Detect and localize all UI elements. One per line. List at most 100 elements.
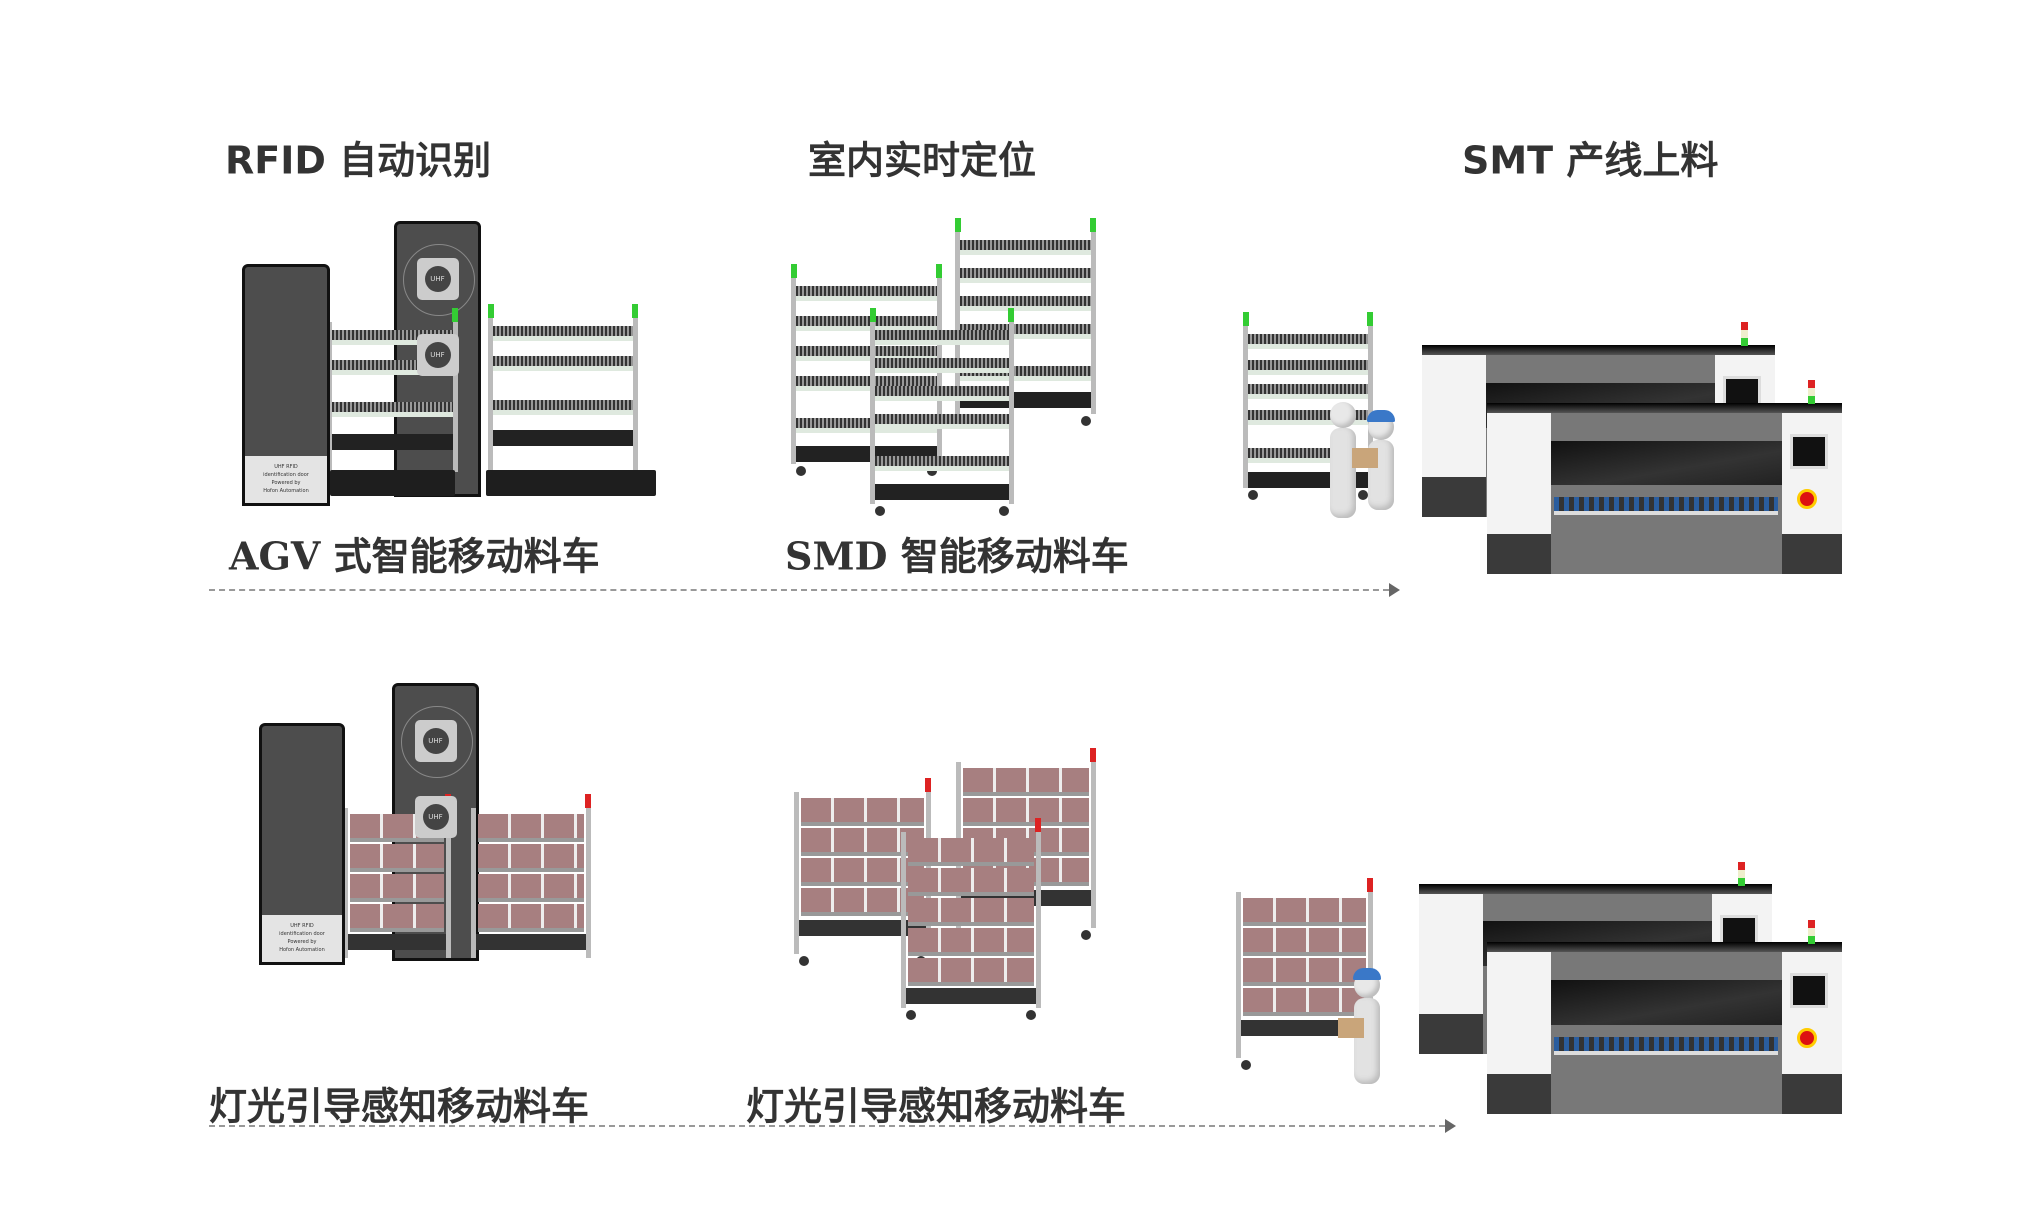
caster-wheel-icon xyxy=(875,506,885,516)
indicator-lamp-icon xyxy=(488,304,494,318)
indicator-lamp-icon xyxy=(925,778,931,792)
indicator-lamp-icon xyxy=(1367,312,1373,326)
indicator-lamp-icon xyxy=(1035,818,1041,832)
component-box-shelf xyxy=(963,798,1089,826)
rfid-reader-icon: UHF xyxy=(416,334,459,376)
rack-base xyxy=(1241,1020,1368,1036)
rack-shelf xyxy=(332,402,453,417)
heading-indoor-positioning: 室内实时定位 xyxy=(808,138,1037,183)
caster-wheel-icon xyxy=(999,506,1009,516)
rfid-door-panel: UHF UHF xyxy=(394,221,481,497)
arrow-right-icon xyxy=(1445,1119,1456,1133)
indicator-lamp-icon xyxy=(936,264,942,278)
agv-cart xyxy=(488,304,638,470)
rack-shelf xyxy=(875,456,1009,471)
caster-wheel-icon xyxy=(796,466,806,476)
indicator-lamp-icon xyxy=(632,304,638,318)
component-box-shelf xyxy=(350,874,444,902)
rack-shelf xyxy=(493,356,633,371)
machine-top xyxy=(1487,942,1842,952)
indicator-lamp-icon xyxy=(955,218,961,232)
machine-left-panel xyxy=(1419,894,1483,1054)
component-box-shelf xyxy=(1243,958,1366,986)
touch-screen xyxy=(1789,433,1828,469)
rack-shelf xyxy=(875,414,1009,429)
component-box-shelf xyxy=(1243,898,1366,926)
indicator-lamp-icon xyxy=(585,794,591,808)
figure-body xyxy=(1330,428,1356,518)
signal-ring xyxy=(400,706,473,778)
parcel-icon xyxy=(1352,448,1378,468)
smt-machine xyxy=(1487,403,1842,574)
light-guided-rack xyxy=(901,818,1041,1020)
rack-shelf xyxy=(960,296,1091,311)
rack-shelf xyxy=(875,386,1009,401)
flow-line-row2 xyxy=(209,1125,1445,1127)
machine-left-panel xyxy=(1487,952,1551,1114)
signal-tower-icon xyxy=(1808,920,1815,944)
rack-shelf xyxy=(796,286,937,301)
rack-shelf xyxy=(960,268,1091,283)
light-guided-cart xyxy=(343,794,451,958)
rack-base xyxy=(493,430,633,446)
smd-rack xyxy=(870,308,1014,516)
indicator-lamp-icon xyxy=(452,308,458,322)
label-agv-cart: AGV 式智能移动料车 xyxy=(229,533,600,579)
rack-shelf xyxy=(1248,384,1368,399)
rack-base xyxy=(799,920,926,936)
feeder-bank xyxy=(1554,497,1779,516)
signal-tower-icon xyxy=(1808,380,1815,404)
figure-cap xyxy=(1353,968,1381,980)
indicator-lamp-icon xyxy=(1090,748,1096,762)
figure-cap xyxy=(1367,410,1395,422)
indicator-lamp-icon xyxy=(1008,308,1014,322)
indicator-lamp-icon xyxy=(791,264,797,278)
caster-wheel-icon xyxy=(927,466,937,476)
machine-window xyxy=(1550,979,1782,1025)
rack-shelf xyxy=(960,240,1091,255)
rack-shelf xyxy=(796,346,937,361)
component-box-shelf xyxy=(1243,988,1366,1016)
caster-wheel-icon xyxy=(1081,416,1091,426)
heading-rfid: RFID 自动识别 xyxy=(225,138,492,183)
rack-base xyxy=(332,434,453,450)
label-light-guided-cart-1: 灯光引导感知移动料车 xyxy=(209,1083,590,1129)
component-box-shelf xyxy=(908,928,1034,956)
indicator-lamp-icon xyxy=(1090,218,1096,232)
rack-shelf xyxy=(875,330,1009,345)
component-box-shelf xyxy=(478,844,584,872)
component-box-shelf xyxy=(908,868,1034,896)
emergency-stop-icon xyxy=(1797,488,1818,509)
component-box-shelf xyxy=(350,904,444,932)
indicator-lamp-icon xyxy=(870,308,876,322)
figure-body xyxy=(1354,998,1380,1084)
flow-line-row1 xyxy=(209,589,1389,591)
component-box-shelf xyxy=(478,874,584,902)
component-box-shelf xyxy=(801,798,924,826)
agv-base xyxy=(486,470,656,496)
indicator-lamp-icon xyxy=(1367,878,1373,892)
component-box-shelf xyxy=(478,904,584,932)
rack-shelf xyxy=(875,358,1009,373)
label-smd-cart: SMD 智能移动料车 xyxy=(785,533,1129,579)
heading-smt-loading: SMT 产线上料 xyxy=(1462,138,1719,183)
arrow-right-icon xyxy=(1389,583,1400,597)
rack-shelf xyxy=(493,326,633,341)
rack-shelf xyxy=(1248,334,1368,349)
rfid-reader-icon: UHF xyxy=(416,258,459,300)
machine-left-panel xyxy=(1487,413,1551,574)
component-box-shelf xyxy=(908,898,1034,926)
light-guided-cart xyxy=(471,794,591,958)
signal-ring xyxy=(402,244,475,316)
parcel-icon xyxy=(1338,1018,1364,1038)
component-box-shelf xyxy=(908,958,1034,986)
agv-base xyxy=(330,470,455,496)
signal-tower-icon xyxy=(1741,322,1748,346)
label-light-guided-cart-2: 灯光引导感知移动料车 xyxy=(746,1083,1127,1129)
rack-shelf xyxy=(493,400,633,415)
rack-shelf xyxy=(796,316,937,331)
rack-base xyxy=(348,934,446,950)
touch-screen xyxy=(1789,972,1828,1009)
machine-top xyxy=(1422,345,1775,355)
